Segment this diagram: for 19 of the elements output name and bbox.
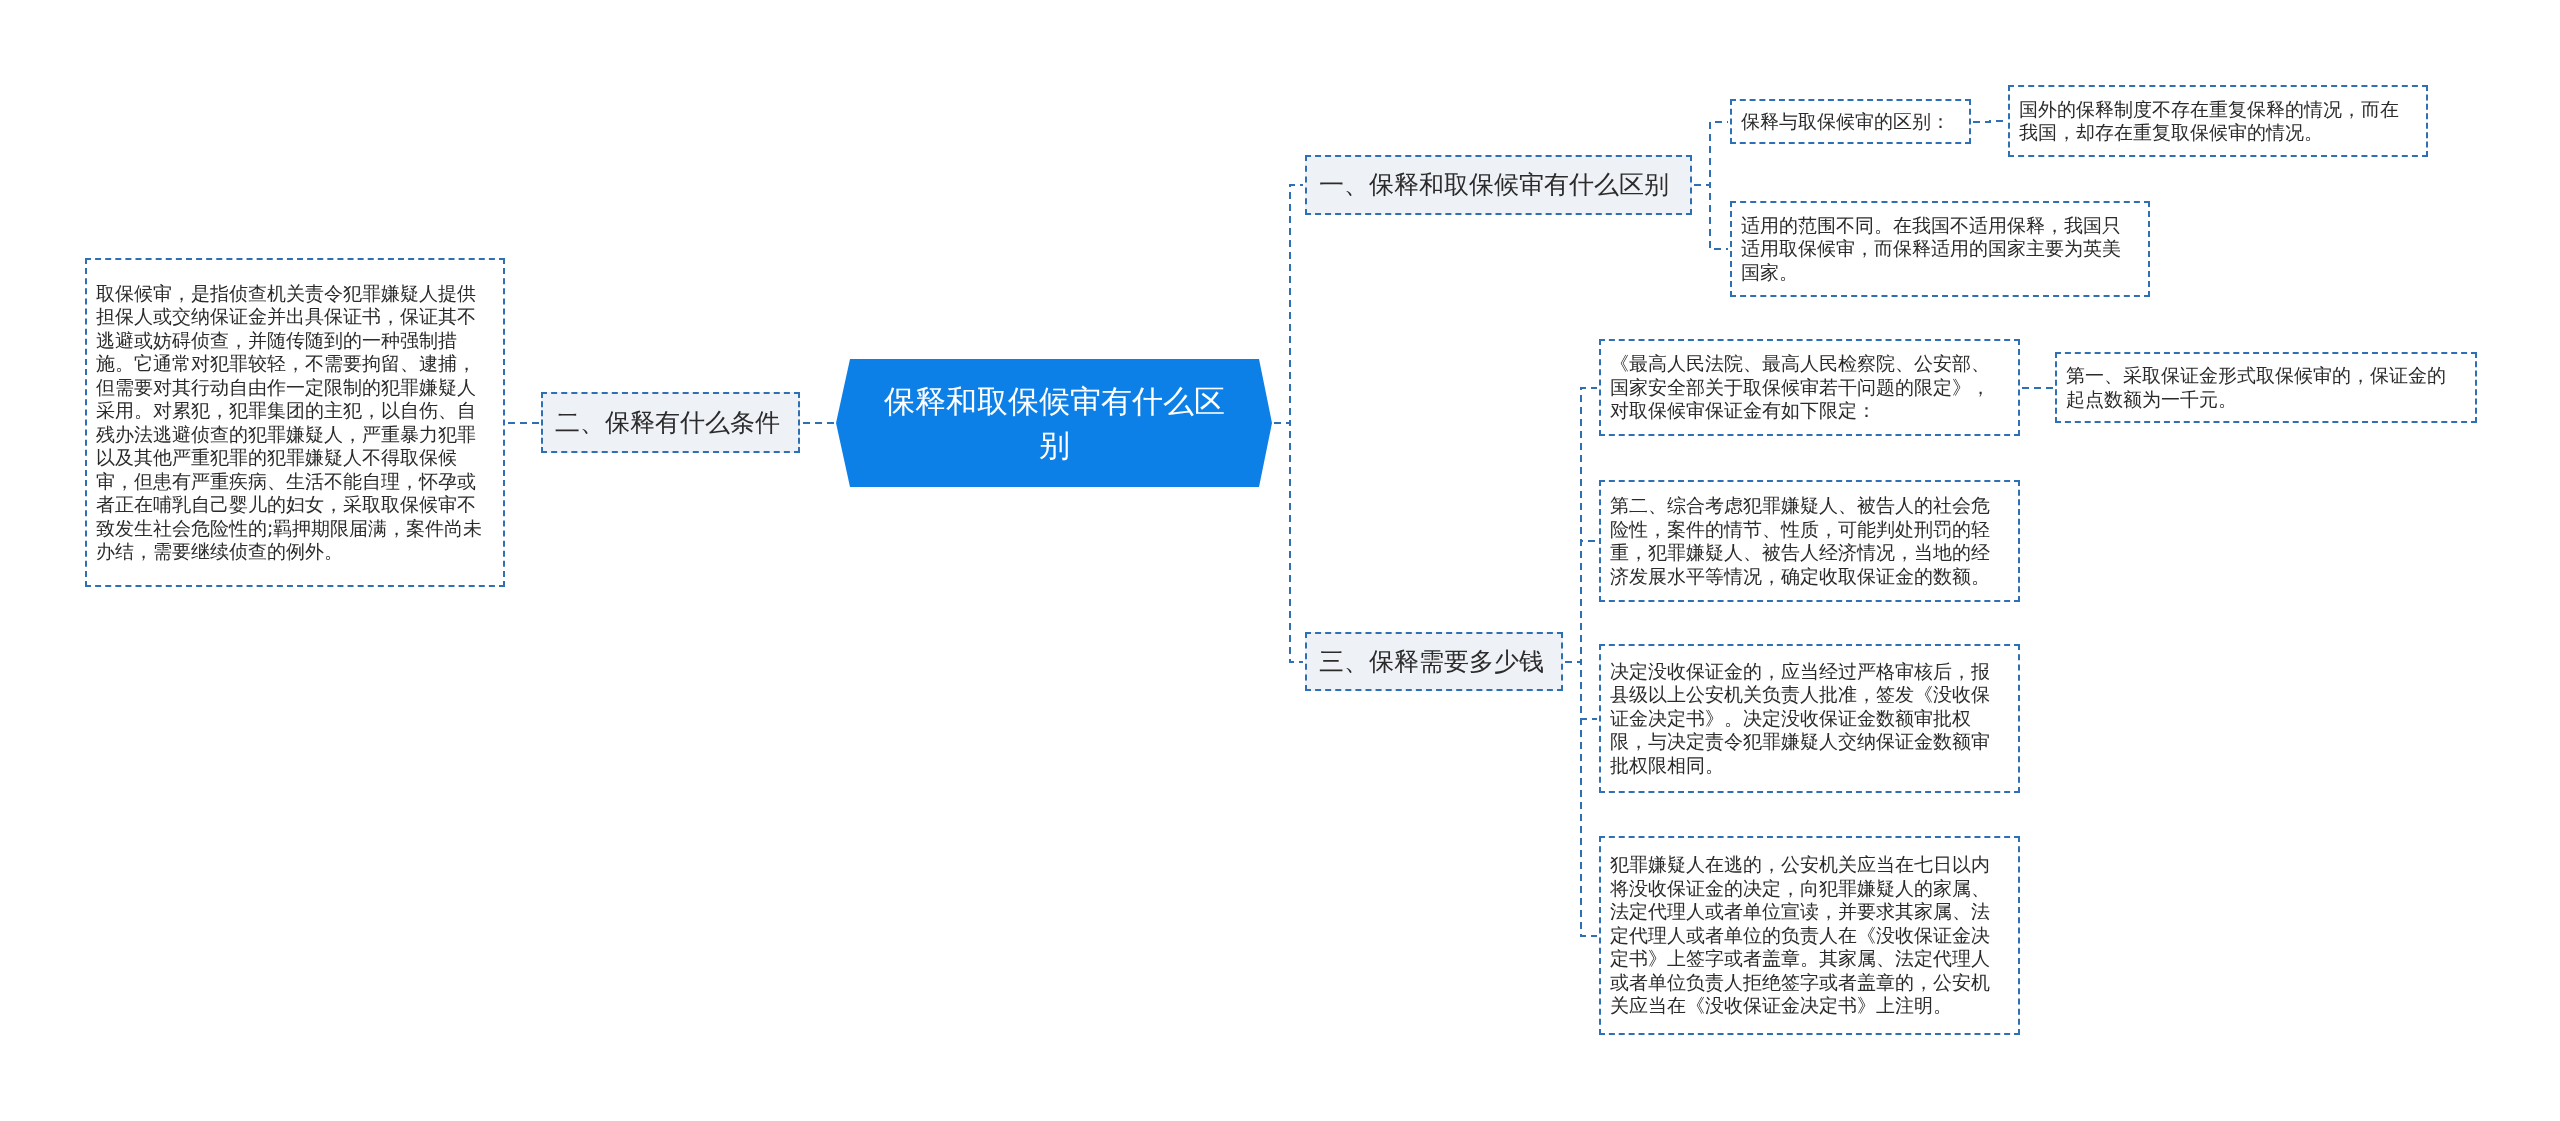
topic-box: 三、保释需要多少钱 xyxy=(1305,632,1563,691)
central-topic: 保释和取保候审有什么区别 xyxy=(836,359,1272,487)
topic-box: 二、保释有什么条件 xyxy=(541,392,800,453)
connector-line xyxy=(801,422,835,424)
connector-line xyxy=(1693,184,1729,250)
connector-line xyxy=(1273,422,1304,663)
note-box: 第二、综合考虑犯罪嫌疑人、被告人的社会危险性，案件的情节、性质，可能判处刑罚的轻重，犯罪嫌疑人、被告人经济情况，当地的经济发展水平等情况，确定收取保证金的数额。 xyxy=(1599,480,2020,602)
note-box: 第一、采取保证金形式取保候审的，保证金的起点数额为一千元。 xyxy=(2055,352,2477,423)
note-box: 取保候审，是指侦查机关责令犯罪嫌疑人提供担保人或交纳保证金并出具保证书，保证其不逃避或妨碍侦查，并随传随到的一种强制措施。它通常对犯罪较轻，不需要拘留、逮捕，但需要对其行动自由作一定限制的犯罪嫌疑人采用。对累犯，犯罪集团的主犯，以自伤、自残办法逃避侦查的犯罪嫌疑人，严重暴力犯罪以及其他严重犯罪的犯罪嫌疑人不得取保候审，但患有严重疾病、生活不能自理，怀孕或者正在哺乳自己婴儿的妇女，采取取保候审不致发生社会危险性的;羁押期限届满，案件尚未办结，需要继续侦查的例外。 xyxy=(85,258,505,587)
topic-box: 一、保释和取保候审有什么区别 xyxy=(1305,155,1692,215)
connector-line xyxy=(506,422,540,424)
connector-line xyxy=(1564,661,1598,937)
note-box: 《最高人民法院、最高人民检察院、公安部、国家安全部关于取保候审若干问题的限定》，对取保候审保证金有如下限定： xyxy=(1599,339,2020,436)
note-box: 犯罪嫌疑人在逃的，公安机关应当在七日以内将没收保证金的决定，向犯罪嫌疑人的家属、法定代理人或者单位宣读，并要求其家属、法定代理人或者单位的负责人在《没收保证金决定书》上签字或者盖章。其家属、法定代理人或者单位负责人拒绝签字或者盖章的，公安机关应当在《没收保证金决定书》上注明。 xyxy=(1599,836,2020,1035)
note-box: 保释与取保候审的区别： xyxy=(1730,99,1971,144)
note-box: 决定没收保证金的，应当经过严格审核后，报县级以上公安机关负责人批准，签发《没收保证金决定书》。决定没收保证金数额审批权限，与决定责令犯罪嫌疑人交纳保证金数额审批权限相同。 xyxy=(1599,644,2020,793)
note-box: 国外的保释制度不存在重复保释的情况，而在我国，却存在重复取保候审的情况。 xyxy=(2008,85,2428,157)
connector-line xyxy=(2021,387,2054,389)
note-box: 适用的范围不同。在我国不适用保释，我国只适用取保候审，而保释适用的国家主要为英美国家。 xyxy=(1730,201,2150,297)
